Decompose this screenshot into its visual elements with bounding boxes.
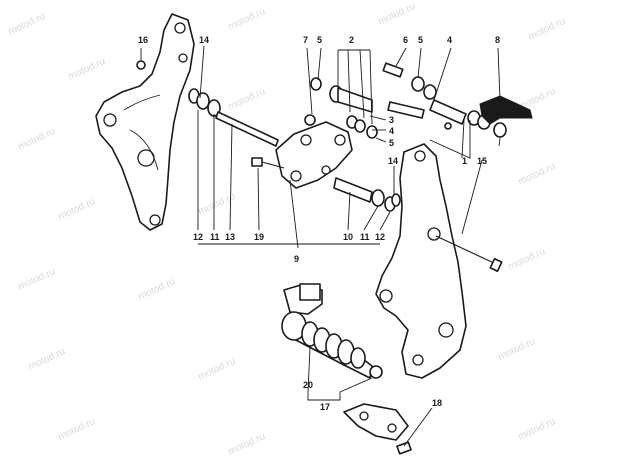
watermark: motod.ru: [527, 16, 567, 43]
callout-number: 5: [389, 138, 394, 148]
mount-hole: [321, 165, 331, 175]
washers-left: [188, 88, 221, 117]
mount-hole: [438, 322, 454, 338]
left-footrest-bracket: [95, 13, 195, 231]
watermark: motod.ru: [507, 246, 547, 273]
mount-hole: [334, 134, 346, 146]
watermark: motod.ru: [497, 336, 537, 363]
callout-number: 1: [462, 156, 467, 166]
bolt-16: [136, 48, 146, 70]
callout-number: 3: [389, 115, 394, 125]
mount-hole: [149, 214, 161, 226]
watermark: motod.ru: [227, 6, 267, 33]
callout-number: 9: [294, 254, 299, 264]
mount-hole: [387, 423, 397, 433]
shock-absorber-20: [281, 283, 383, 379]
callout-number: 16: [138, 35, 148, 45]
leader-lines: [197, 45, 501, 447]
right-footrest-bracket: [375, 143, 467, 379]
callout-labels: 16 14 7 5 2 6 5 4 8 3 4 5 1 15 14 12 11 …: [138, 35, 500, 412]
watermark: motod.ru: [517, 416, 557, 443]
callout-number: 15: [477, 156, 487, 166]
watermark: motod.ru: [377, 1, 417, 28]
mount-hole: [414, 150, 426, 162]
watermark: motod.ru: [197, 356, 237, 383]
mount-hole: [427, 227, 441, 241]
callout-number: 5: [418, 35, 423, 45]
mount-hole: [290, 170, 302, 182]
watermark: motod.ru: [227, 431, 267, 458]
mount-hole: [178, 53, 188, 63]
shaft-13: [215, 111, 279, 147]
callout-number: 11: [360, 232, 370, 242]
bolt-7: [304, 114, 316, 126]
bracket-plate-18: [343, 403, 412, 455]
callout-number: 5: [317, 35, 322, 45]
bolt-19: [251, 157, 285, 169]
callout-number: 4: [447, 35, 452, 45]
callout-number: 18: [432, 398, 442, 408]
mount-hole: [359, 411, 369, 421]
watermark: motod.ru: [17, 126, 57, 153]
callout-number: 14: [199, 35, 209, 45]
callout-number: 2: [349, 35, 354, 45]
callout-number: 20: [303, 380, 313, 390]
callout-number: 12: [193, 232, 203, 242]
callout-number: 19: [254, 232, 264, 242]
callout-number: 12: [375, 232, 385, 242]
watermark: motod.ru: [27, 346, 67, 373]
watermark: motod.ru: [57, 416, 97, 443]
callout-number: 13: [225, 232, 235, 242]
watermark: motod.ru: [7, 11, 47, 38]
mount-hole: [379, 289, 393, 303]
callout-number: 4: [389, 126, 394, 136]
linkage-plate-9: [275, 121, 353, 189]
watermark: motod.ru: [227, 86, 267, 113]
watermark-layer: motod.ru motod.ru motod.ru motod.ru moto…: [7, 1, 567, 458]
mount-hole: [300, 134, 312, 146]
watermark: motod.ru: [517, 161, 557, 188]
callout-number: 17: [320, 402, 330, 412]
callout-number: 6: [403, 35, 408, 45]
callout-number: 10: [343, 232, 353, 242]
mount-hole: [174, 22, 186, 34]
watermark: motod.ru: [67, 56, 107, 83]
watermark: motod.ru: [57, 196, 97, 223]
bolt-15: [435, 235, 503, 273]
mount-hole: [412, 354, 424, 366]
linkage-rod-assembly: [382, 62, 507, 138]
shift-lever-8: [479, 95, 533, 125]
watermark: motod.ru: [137, 276, 177, 303]
callout-number: 8: [495, 35, 500, 45]
mount-hole: [103, 113, 117, 127]
callout-number: 7: [303, 35, 308, 45]
spacer-rod-lower: [333, 177, 401, 212]
watermark: motod.ru: [17, 266, 57, 293]
callout-number: 14: [388, 156, 398, 166]
callout-number: 11: [210, 232, 220, 242]
